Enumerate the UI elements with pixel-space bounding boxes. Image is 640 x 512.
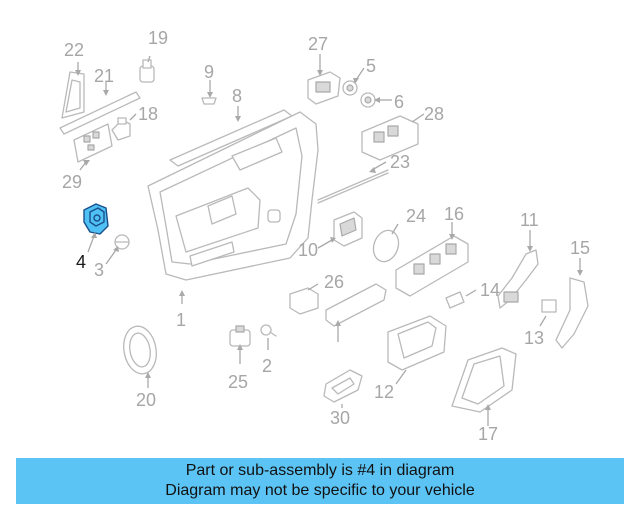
part-9-illustration [201, 97, 217, 105]
callout-30: 30 [330, 408, 350, 428]
callout-9: 9 [204, 62, 214, 82]
callout-24: 24 [406, 206, 426, 226]
callout-22: 22 [64, 40, 84, 60]
banner-line-disclaimer: Diagram may not be specific to your vehi… [165, 482, 475, 499]
callout-1: 1 [176, 310, 186, 330]
callout-25: 25 [228, 372, 248, 392]
callout-16: 16 [444, 204, 464, 224]
part-15-illustration [555, 277, 589, 349]
callout-11: 11 [520, 210, 539, 230]
part-2-illustration [260, 324, 277, 337]
part-26-illustration [289, 287, 319, 315]
callout-26: 26 [324, 272, 344, 292]
callout-17: 17 [478, 424, 498, 444]
callout-5: 5 [366, 56, 376, 76]
callout-2: 2 [262, 356, 272, 376]
callout-27: 27 [308, 34, 328, 54]
banner-line-part-number: Part or sub-assembly is #4 in diagram [185, 462, 455, 479]
callout-14: 14 [480, 280, 500, 300]
callout-4-highlighted: 4 [76, 252, 86, 272]
callout-12: 12 [374, 382, 394, 402]
leader-lines [75, 54, 583, 426]
callout-19: 19 [148, 28, 168, 48]
part-27-illustration [307, 71, 341, 105]
part-20-illustration [123, 325, 157, 375]
callout-21: 21 [94, 66, 114, 86]
part-28-illustration [361, 115, 419, 161]
part-16-illustration [395, 235, 469, 297]
parts-diagram: 22 19 21 9 8 18 29 27 5 6 28 23 4 3 1 10… [59, 28, 590, 444]
part-10-illustration [333, 211, 363, 247]
info-banner: Part or sub-assembly is #4 in diagram Di… [16, 458, 624, 504]
part-23-illustration [317, 169, 389, 204]
callout-numbers: 22 19 21 9 8 18 29 27 5 6 28 23 4 3 1 10… [62, 28, 590, 444]
callout-18: 18 [138, 104, 158, 124]
callout-29: 29 [62, 172, 82, 192]
callout-8: 8 [232, 86, 242, 106]
part-17-illustration [451, 347, 517, 413]
part-3-illustration [114, 234, 130, 250]
part-14-illustration [445, 291, 465, 309]
callout-23: 23 [390, 152, 410, 172]
part-11-illustration [497, 249, 539, 309]
part-18-illustration [111, 117, 131, 141]
part-4-highlighted-illustration [83, 203, 109, 235]
part-5-illustration [342, 80, 358, 96]
part-22-illustration [61, 71, 85, 119]
callout-15: 15 [570, 238, 590, 258]
part-25-illustration [229, 325, 251, 347]
part-21-illustration [59, 91, 141, 135]
part-6-illustration [360, 92, 376, 108]
part-7-illustration [325, 283, 387, 327]
part-30-illustration [323, 369, 363, 403]
part-13-illustration [541, 299, 557, 313]
callout-13: 13 [524, 328, 544, 348]
callout-20: 20 [136, 390, 156, 410]
callout-3: 3 [94, 260, 104, 280]
callout-10: 10 [298, 240, 318, 260]
part-29-illustration [73, 123, 113, 163]
part-1-illustration [147, 111, 319, 281]
part-19-illustration [139, 59, 155, 83]
callout-6: 6 [394, 92, 404, 112]
part-12-illustration [387, 315, 447, 371]
callout-28: 28 [424, 104, 444, 124]
part-24-illustration [372, 229, 400, 263]
